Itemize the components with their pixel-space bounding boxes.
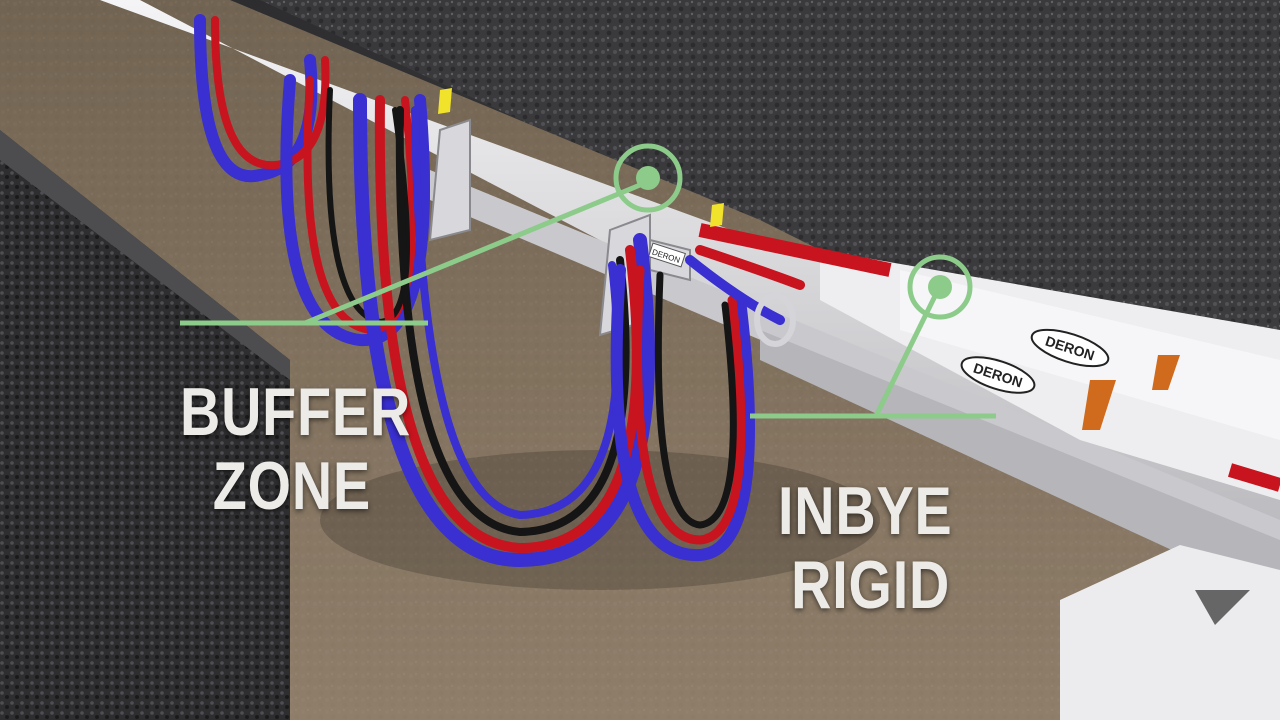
inbye-rigid-label-line-2: RIGID [791, 547, 951, 623]
buffer-zone-label: BUFFER ZONE [180, 375, 411, 523]
end-box-arrow-icon [1195, 590, 1250, 625]
buffer-zone-callout [180, 143, 683, 326]
callout-ring [613, 143, 683, 213]
rigid-red-cable [698, 223, 892, 277]
inbye-rigid-label: INBYE RIGID [778, 474, 953, 622]
inbye-rigid-callout [750, 254, 996, 419]
callout-ring [907, 254, 973, 320]
callout-dot [928, 275, 952, 299]
rigid-red-cable [1227, 463, 1280, 492]
callout-leader [304, 182, 641, 326]
rock-pillar [0, 130, 290, 720]
festoon-cables [194, 14, 805, 568]
rock-pillar-top [0, 130, 290, 380]
hanger-tag [648, 242, 686, 268]
track-lower-rail-2 [760, 330, 1280, 600]
buffer-zone-label-line-1: BUFFER [180, 374, 412, 450]
orange-band [1152, 355, 1180, 390]
buffer-zone-label-line-2: ZONE [212, 448, 371, 524]
yellow-tag [438, 88, 452, 114]
rock-wall-texture [260, 0, 1280, 470]
end-box [1060, 545, 1280, 720]
orange-band [1082, 380, 1116, 430]
callout-dot [636, 166, 660, 190]
inbye-rigid-label-line-1: INBYE [778, 473, 953, 549]
yellow-tag [710, 203, 724, 227]
shackle [754, 293, 796, 347]
callout-leader [873, 294, 938, 418]
